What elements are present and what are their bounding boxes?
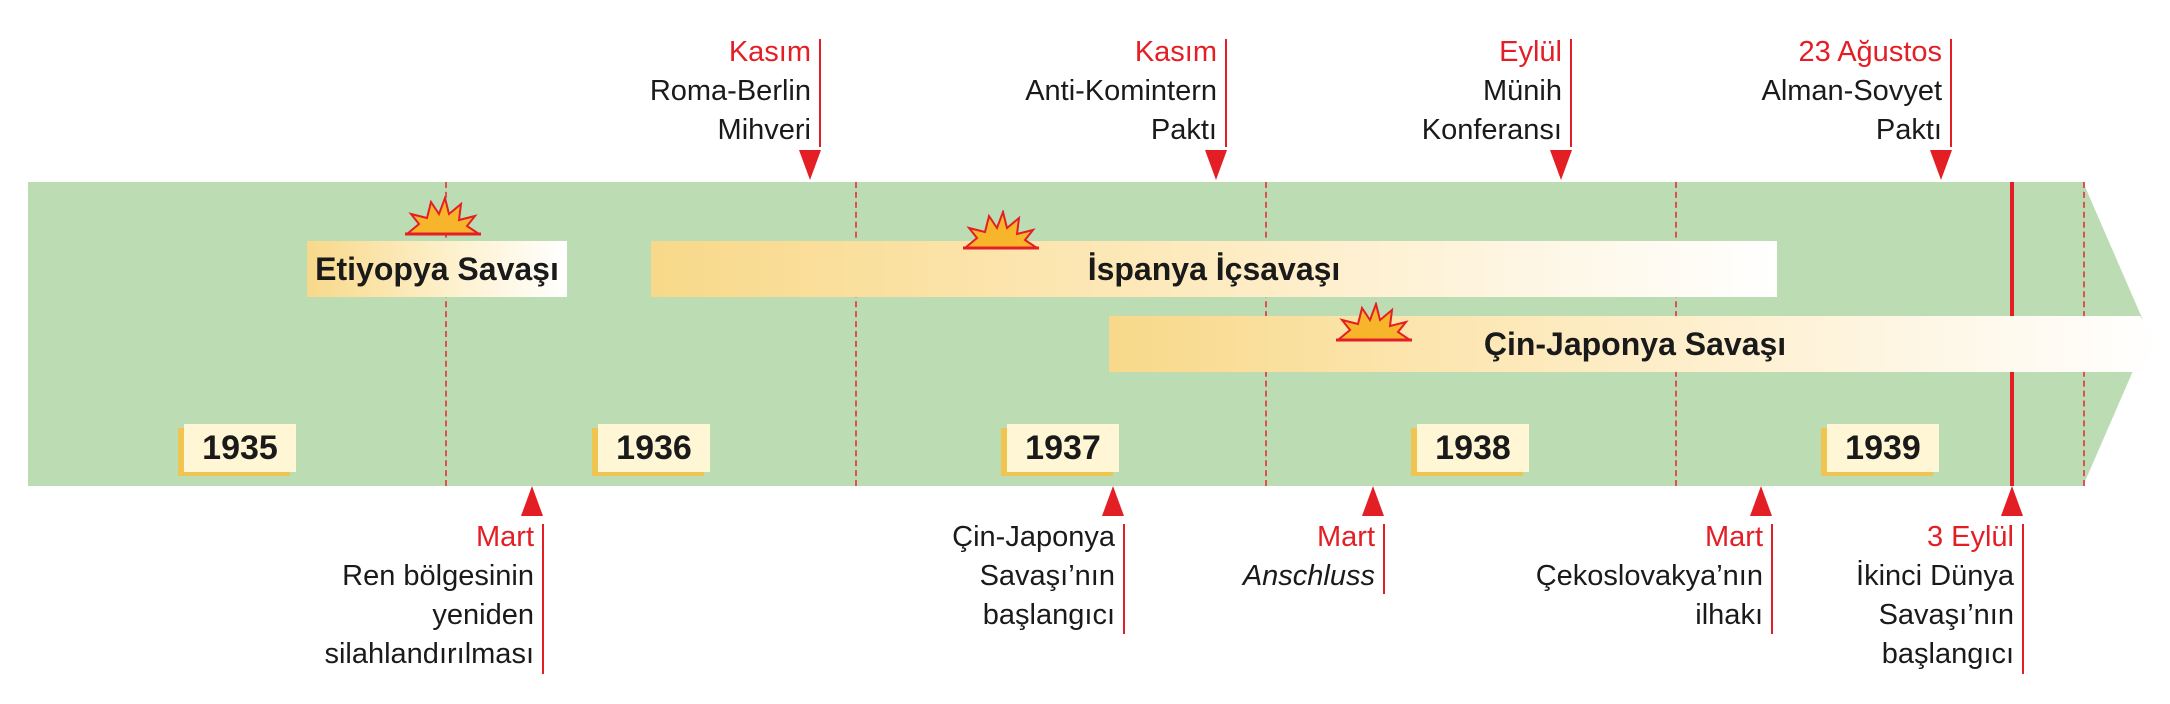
event-month: Mart	[1317, 521, 1375, 553]
event-month: Kasım	[1134, 36, 1217, 68]
year-divider	[855, 182, 857, 486]
war-bar-ethiopia: Etiyopya Savaşı	[307, 241, 567, 297]
event-text: Alman-Sovyet	[1761, 75, 1942, 107]
event-text: silahlandırılması	[324, 638, 534, 670]
event-text: Savaşı’nın	[1878, 599, 2014, 631]
year-label-1935: 1935	[184, 424, 296, 472]
event-sino-japanese-war-start: Çin-Japonya Savaşı’nın başlangıcı	[952, 518, 1125, 635]
event-month: Mart	[1705, 521, 1763, 553]
event-arrow-up	[2001, 486, 2023, 516]
event-anschluss: Mart Anschluss	[1243, 518, 1385, 596]
war-label-ethiopia: Etiyopya Savaşı	[315, 250, 559, 287]
event-text: Anti-Komintern	[1025, 75, 1217, 107]
event-text: Konferansı	[1421, 114, 1562, 146]
event-text: Savaşı’nın	[979, 560, 1115, 592]
event-ww2-start: 3 Eylül İkinci Dünya Savaşı’nın başlangı…	[1856, 518, 2024, 674]
event-arrow-up	[1362, 486, 1384, 516]
event-czechoslovakia-annexation: Mart Çekoslovakya’nın ilhakı	[1536, 518, 1773, 635]
war-label-china-japan: Çin-Japonya Savaşı	[1483, 325, 1787, 362]
event-text: ilhakı	[1695, 599, 1763, 631]
event-text: Paktı	[1875, 114, 1942, 146]
event-month: 3 Eylül	[1926, 521, 2014, 553]
event-anti-comintern-pact: Kasım Anti-Komintern Paktı	[1025, 33, 1227, 150]
event-text: İkinci Dünya	[1856, 560, 2014, 592]
event-text: başlangıcı	[1881, 638, 2014, 670]
year-label-1938: 1938	[1417, 424, 1529, 472]
year-label-1937: 1937	[1007, 424, 1119, 472]
explosion-icon	[963, 210, 1039, 250]
event-text: Mihveri	[717, 114, 811, 146]
event-molotov-ribbentrop-pact: 23 Ağustos Alman-Sovyet Paktı	[1761, 33, 1952, 150]
event-arrow-down	[1550, 150, 1572, 180]
event-text: Ren bölgesinin	[342, 560, 534, 592]
event-munich-conference: Eylül Münih Konferansı	[1422, 33, 1572, 150]
event-arrow-down	[1930, 150, 1952, 180]
event-text: Çekoslovakya’nın	[1535, 560, 1763, 592]
event-month: Eylül	[1499, 36, 1562, 68]
event-arrow-up	[1102, 486, 1124, 516]
explosion-icon	[1336, 302, 1412, 342]
event-text: Roma-Berlin	[649, 75, 811, 107]
event-text: başlangıcı	[982, 599, 1115, 631]
event-text: Anschluss	[1242, 560, 1375, 592]
event-text: Paktı	[1150, 114, 1217, 146]
event-month: Mart	[476, 521, 534, 553]
war-bar-spain: İspanya İçsavaşı	[651, 241, 1777, 297]
year-label-1939: 1939	[1827, 424, 1939, 472]
event-text: Çin-Japonya	[952, 521, 1115, 553]
event-rome-berlin-axis: Kasım Roma-Berlin Mihveri	[650, 33, 821, 150]
year-label-1936: 1936	[598, 424, 710, 472]
event-arrow-up	[1750, 486, 1772, 516]
event-rhineland-remilitarization: Mart Ren bölgesinin yeniden silahlandırı…	[324, 518, 544, 674]
event-arrow-down	[1205, 150, 1227, 180]
explosion-icon	[405, 196, 481, 236]
war-bar-china-japan: Çin-Japonya Savaşı	[1109, 316, 2161, 372]
event-month: Kasım	[728, 36, 811, 68]
event-arrow-up	[521, 486, 543, 516]
year-divider	[445, 182, 447, 486]
event-text: yeniden	[432, 599, 534, 631]
event-month: 23 Ağustos	[1798, 36, 1943, 68]
event-arrow-down	[799, 150, 821, 180]
event-text: Münih	[1483, 75, 1562, 107]
war-label-spain: İspanya İçsavaşı	[1087, 250, 1341, 287]
